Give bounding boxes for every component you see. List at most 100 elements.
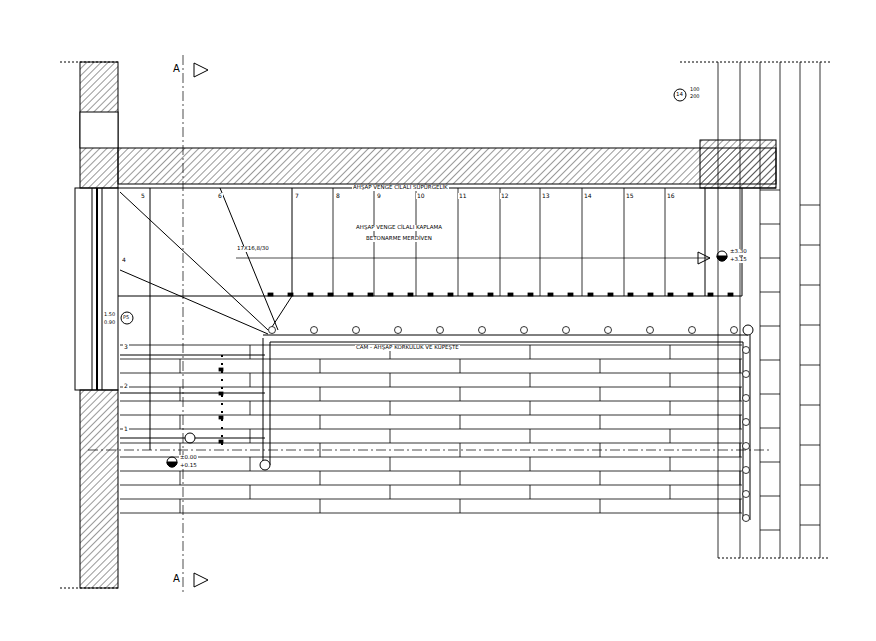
baluster-dot xyxy=(743,515,750,522)
tread-mark xyxy=(508,293,513,296)
drawing-label: 9 xyxy=(376,193,382,199)
drawing-label: 7 xyxy=(294,193,300,199)
drawing-line xyxy=(530,373,531,387)
drawing-label: 8 xyxy=(335,193,341,199)
baluster-dot xyxy=(395,327,402,334)
tread-mark xyxy=(628,293,633,296)
drawing-line xyxy=(390,485,391,499)
tread-mark xyxy=(588,293,593,296)
drawing-line xyxy=(120,443,742,444)
tread-mark xyxy=(408,293,413,296)
drawing-label: 15 xyxy=(625,193,635,199)
baluster-dot xyxy=(743,443,750,450)
drawing-line xyxy=(800,445,820,446)
drawing-line xyxy=(390,373,391,387)
tread-mark xyxy=(308,293,313,296)
baluster-dot xyxy=(743,419,750,426)
drawing-label: 12 xyxy=(500,193,510,199)
baluster-dot xyxy=(437,327,444,334)
drawing-label: A xyxy=(172,574,181,584)
drawing-line xyxy=(760,496,780,497)
drawing-line xyxy=(800,205,820,206)
tread-mark xyxy=(688,293,693,296)
drawing-label: ±0.00 xyxy=(179,455,198,461)
drawing-line xyxy=(670,373,671,387)
tread-mark xyxy=(368,293,373,296)
drawing-line xyxy=(624,188,625,296)
drawing-label: 14 xyxy=(583,193,593,199)
drawing-line xyxy=(333,188,334,296)
drawing-line xyxy=(530,457,531,471)
drawing-line xyxy=(760,326,780,327)
drawing-line xyxy=(460,387,461,401)
drawing-line xyxy=(120,485,742,486)
drawing-line xyxy=(530,345,531,359)
drawing-line xyxy=(250,429,251,443)
tread-mark xyxy=(668,293,673,296)
drawing-line xyxy=(120,401,742,402)
drawing-line xyxy=(665,188,666,296)
window-frame xyxy=(75,188,118,390)
baluster-dot xyxy=(605,327,612,334)
drawing-line xyxy=(120,513,742,514)
baluster-dot xyxy=(647,327,654,334)
tread-mark xyxy=(568,293,573,296)
drawing-line xyxy=(390,429,391,443)
baluster-dot xyxy=(731,327,738,334)
drawing-line xyxy=(740,62,741,558)
drawing-line xyxy=(374,188,375,296)
drawing-line xyxy=(670,485,671,499)
baluster-dot xyxy=(521,327,528,334)
drawing-line xyxy=(530,401,531,415)
drawing-label: 11 xyxy=(458,193,468,199)
drawing-label: +0.15 xyxy=(179,463,198,469)
drawing-line xyxy=(320,471,321,485)
tread-mark xyxy=(468,293,473,296)
drawing-label: BETONARME MERDİVEN xyxy=(365,236,433,242)
drawing-line xyxy=(458,188,459,296)
drawing-label: 0.90 xyxy=(103,320,116,325)
drawing-line xyxy=(800,525,820,526)
drawing-line xyxy=(120,429,742,430)
drawing-line xyxy=(760,530,780,531)
drawing-label: 16 xyxy=(666,193,676,199)
tread-mark xyxy=(219,440,223,443)
drawing-line xyxy=(320,415,321,429)
baluster-dot xyxy=(269,327,276,334)
drawing-label: 3 xyxy=(123,344,129,350)
drawing-line xyxy=(800,245,820,246)
drawing-line xyxy=(670,457,671,471)
drawing-line xyxy=(460,359,461,373)
drawing-line xyxy=(760,190,780,191)
baluster-dot xyxy=(743,467,750,474)
drawing-line xyxy=(760,428,780,429)
baluster-dot xyxy=(743,491,750,498)
drawing-line xyxy=(800,62,801,558)
drawing-line xyxy=(390,401,391,415)
drawing-line xyxy=(760,394,780,395)
drawing-label: 2 xyxy=(123,383,129,389)
tread-mark xyxy=(728,293,733,296)
drawing-line xyxy=(120,373,742,374)
wall xyxy=(80,62,118,188)
tread-mark xyxy=(288,293,293,296)
tread-mark xyxy=(548,293,553,296)
drawing-line xyxy=(120,387,742,388)
drawing-label: 14 xyxy=(675,92,684,98)
drawing-line xyxy=(180,471,181,485)
tread-mark xyxy=(268,293,273,296)
drawing-line xyxy=(120,415,742,416)
drawing-line xyxy=(460,471,461,485)
drawing-line xyxy=(760,224,780,225)
drawing-line xyxy=(320,499,321,513)
drawing-line xyxy=(416,188,417,296)
drawing-line xyxy=(320,443,321,457)
slab xyxy=(118,148,776,184)
drawing-label: ±3.30 xyxy=(729,249,748,255)
tread-mark xyxy=(388,293,393,296)
drawing-line xyxy=(670,429,671,443)
drawing-line xyxy=(600,415,601,429)
drawing-label: 6 xyxy=(217,193,223,199)
drawing-line xyxy=(180,359,181,373)
